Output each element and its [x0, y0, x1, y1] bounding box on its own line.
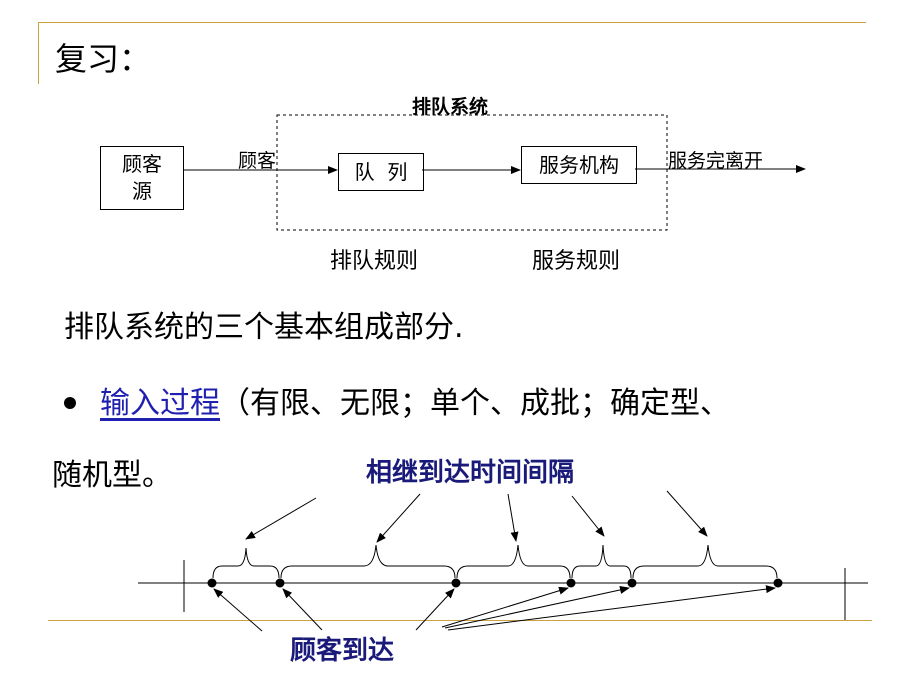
interval-brace [571, 544, 632, 579]
section-heading: 排队系统的三个基本组成部分. [64, 310, 464, 345]
interval-pointer [666, 490, 708, 537]
queue-box: 队 列 [338, 153, 424, 191]
arrow-in-label: 顾客 [238, 150, 277, 172]
bullet-dot-icon [64, 396, 76, 409]
system-label: 排队系统 [412, 96, 489, 118]
arrival-pointer [441, 586, 569, 628]
arrival-pointer [447, 585, 776, 631]
interval-brace [280, 544, 456, 579]
interval-pointer [507, 493, 519, 542]
arrival-point [566, 578, 576, 588]
arrival-point [627, 578, 637, 588]
arrival-pointer [213, 588, 263, 632]
source-box-line1: 顾客 [122, 152, 162, 176]
bullet-rest-text: （有限、无限；单个、成批；确定型、 [220, 386, 730, 421]
interval-pointer [245, 497, 317, 540]
customer-source-box: 顾客 源 [100, 146, 184, 210]
interval-pointer [571, 495, 605, 537]
system-boundary [276, 114, 668, 231]
source-box-line2: 源 [132, 179, 152, 203]
interval-brace [212, 547, 280, 579]
arrival-point [451, 578, 461, 588]
exit-label: 服务完离开 [668, 150, 764, 172]
arrival-pointer [415, 588, 455, 631]
bottom-divider [48, 620, 872, 621]
interval-label: 相继到达时间间隔 [366, 458, 575, 488]
bullet-continuation: 随机型。 [52, 458, 172, 493]
bullet-input-process: 输入过程（有限、无限；单个、成批；确定型、 [64, 378, 730, 422]
queue-rule-label: 排队规则 [330, 249, 419, 274]
interval-brace [456, 544, 571, 579]
arrival-point [275, 578, 285, 588]
service-rule-label: 服务规则 [532, 249, 621, 274]
arrival-point [773, 578, 783, 588]
arrival-point [207, 578, 217, 588]
arrival-pointer [444, 586, 630, 629]
left-accent-bar [38, 22, 39, 84]
slide-title: 复习： [55, 40, 152, 78]
top-divider [38, 22, 866, 23]
arrival-pointer [282, 588, 323, 631]
input-process-link[interactable]: 输入过程 [100, 386, 220, 421]
arrival-label: 顾客到达 [290, 636, 395, 666]
interval-pointer [376, 493, 421, 543]
interval-brace [632, 544, 778, 579]
service-facility-box: 服务机构 [521, 146, 637, 184]
